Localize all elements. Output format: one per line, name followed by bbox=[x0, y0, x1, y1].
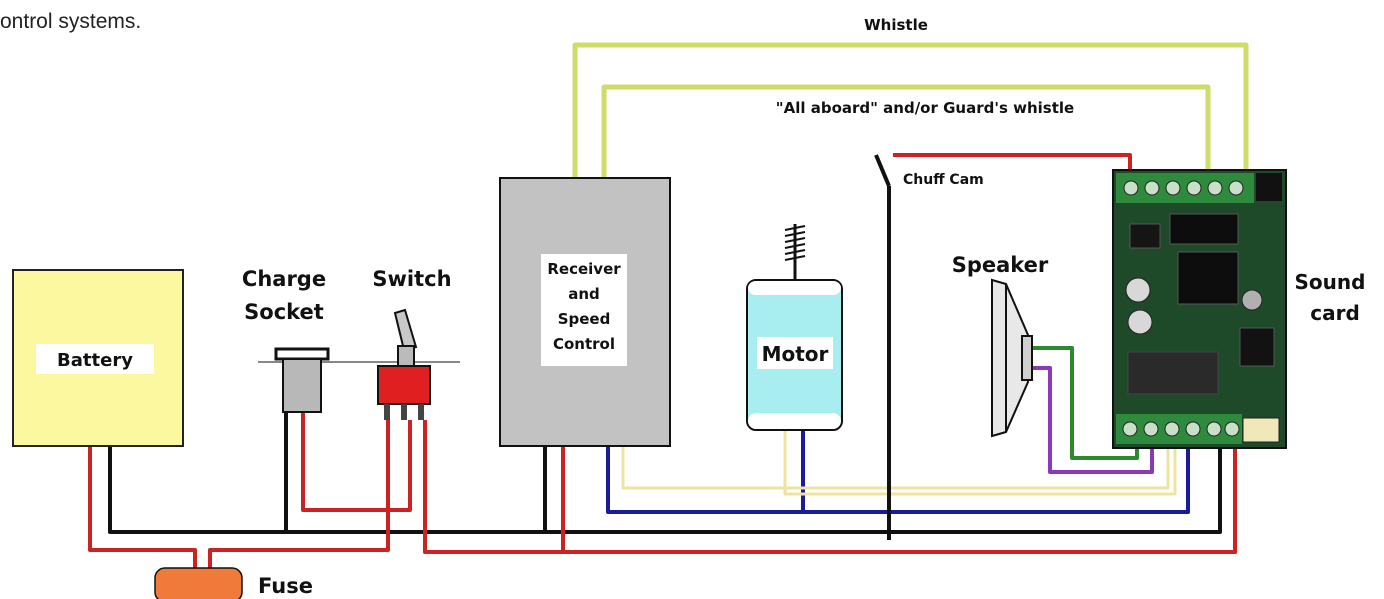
signal-wire-b bbox=[783, 430, 1177, 496]
sound-card-board bbox=[1112, 169, 1287, 449]
receiver-speed-control: Receiver and Speed Control bbox=[499, 177, 671, 447]
receiver-label-line1: Receiver bbox=[547, 260, 621, 278]
wires bbox=[88, 42, 1249, 568]
switch-label: Switch bbox=[372, 267, 451, 291]
sound-card-corner-connector bbox=[1256, 173, 1282, 201]
receiver-label-line2: and bbox=[568, 285, 600, 303]
switch-pin-3 bbox=[418, 404, 424, 420]
sound-card-side-chip bbox=[1239, 327, 1275, 367]
speaker-label: Speaker bbox=[952, 253, 1049, 277]
switch-pin-2 bbox=[401, 404, 407, 420]
charge-socket-flange bbox=[274, 347, 330, 361]
toggle-lever bbox=[393, 308, 418, 352]
speaker-wire-purple bbox=[1030, 366, 1154, 474]
signal-wire-a bbox=[621, 446, 1170, 490]
whistle-label: Whistle bbox=[864, 16, 928, 34]
motor-label-bg bbox=[757, 337, 833, 369]
fuse-label: Fuse bbox=[258, 574, 313, 598]
battery-positive-wire bbox=[88, 446, 197, 568]
charge-socket-body bbox=[282, 358, 322, 413]
receiver-label-line3: Speed bbox=[558, 310, 611, 328]
toggle-switch: Switch bbox=[372, 267, 452, 420]
motor-label: Motor bbox=[762, 342, 829, 366]
all-aboard-wire bbox=[601, 84, 1211, 178]
fuse-body bbox=[154, 567, 243, 599]
motor: Motor bbox=[746, 224, 843, 431]
speaker-wire-green bbox=[1030, 346, 1139, 460]
motor-worm-gear bbox=[784, 225, 806, 261]
top-terminal-screws bbox=[1123, 180, 1244, 196]
sound-card-cream-connector bbox=[1242, 417, 1280, 443]
sound-card-relay-row bbox=[1127, 351, 1219, 395]
charge-socket: Charge Socket bbox=[242, 267, 460, 413]
sound-card-potentiometer bbox=[1241, 289, 1263, 311]
charge-socket-label-line2: Socket bbox=[244, 300, 324, 324]
speaker: Speaker bbox=[952, 253, 1049, 438]
sound-card-chip-main bbox=[1177, 251, 1239, 305]
all-aboard-label: "All aboard" and/or Guard's whistle bbox=[776, 99, 1074, 117]
motor-top-band bbox=[748, 281, 841, 295]
sound-card-chip-top bbox=[1169, 213, 1239, 245]
caption-text: ontrol systems. bbox=[0, 10, 141, 33]
sound-card-label-line1: Sound bbox=[1295, 270, 1366, 294]
switch-pin-1 bbox=[384, 404, 390, 420]
battery-label-bg bbox=[36, 344, 154, 374]
fuse-to-switch-wire bbox=[208, 420, 390, 568]
charge-socket-positive-wire bbox=[301, 412, 412, 512]
sound-card-capacitor-2 bbox=[1127, 309, 1153, 335]
chuff-cam-wire bbox=[893, 153, 1132, 172]
battery: Battery bbox=[12, 269, 184, 447]
battery-label: Battery bbox=[57, 350, 133, 371]
motor-bottom-band bbox=[748, 413, 841, 429]
sound-card-label-line2: card bbox=[1310, 301, 1360, 325]
sound-card-capacitor-1 bbox=[1125, 277, 1151, 303]
switch-body bbox=[377, 365, 431, 405]
sound-card-chip-small bbox=[1129, 223, 1161, 249]
charge-socket-label-line1: Charge bbox=[242, 267, 326, 291]
toggle-bushing bbox=[397, 345, 415, 367]
motor-feed-wire-a bbox=[606, 446, 1190, 514]
chuff-cam-label: Chuff Cam bbox=[903, 172, 984, 188]
receiver-label-bg bbox=[541, 254, 627, 366]
whistle-wire bbox=[572, 42, 1249, 178]
fuse: Fuse bbox=[154, 567, 313, 599]
chuff-cam-lever bbox=[874, 154, 891, 187]
switched-power-bus bbox=[423, 420, 1237, 554]
sound-card: Sound card bbox=[1112, 169, 1366, 449]
bottom-terminal-screws bbox=[1122, 421, 1240, 437]
speaker-magnet bbox=[1021, 335, 1033, 381]
chuff-cam-switch: Chuff Cam bbox=[874, 154, 984, 540]
ground-bus-wire bbox=[108, 446, 1222, 534]
receiver-label-line4: Control bbox=[553, 335, 615, 353]
